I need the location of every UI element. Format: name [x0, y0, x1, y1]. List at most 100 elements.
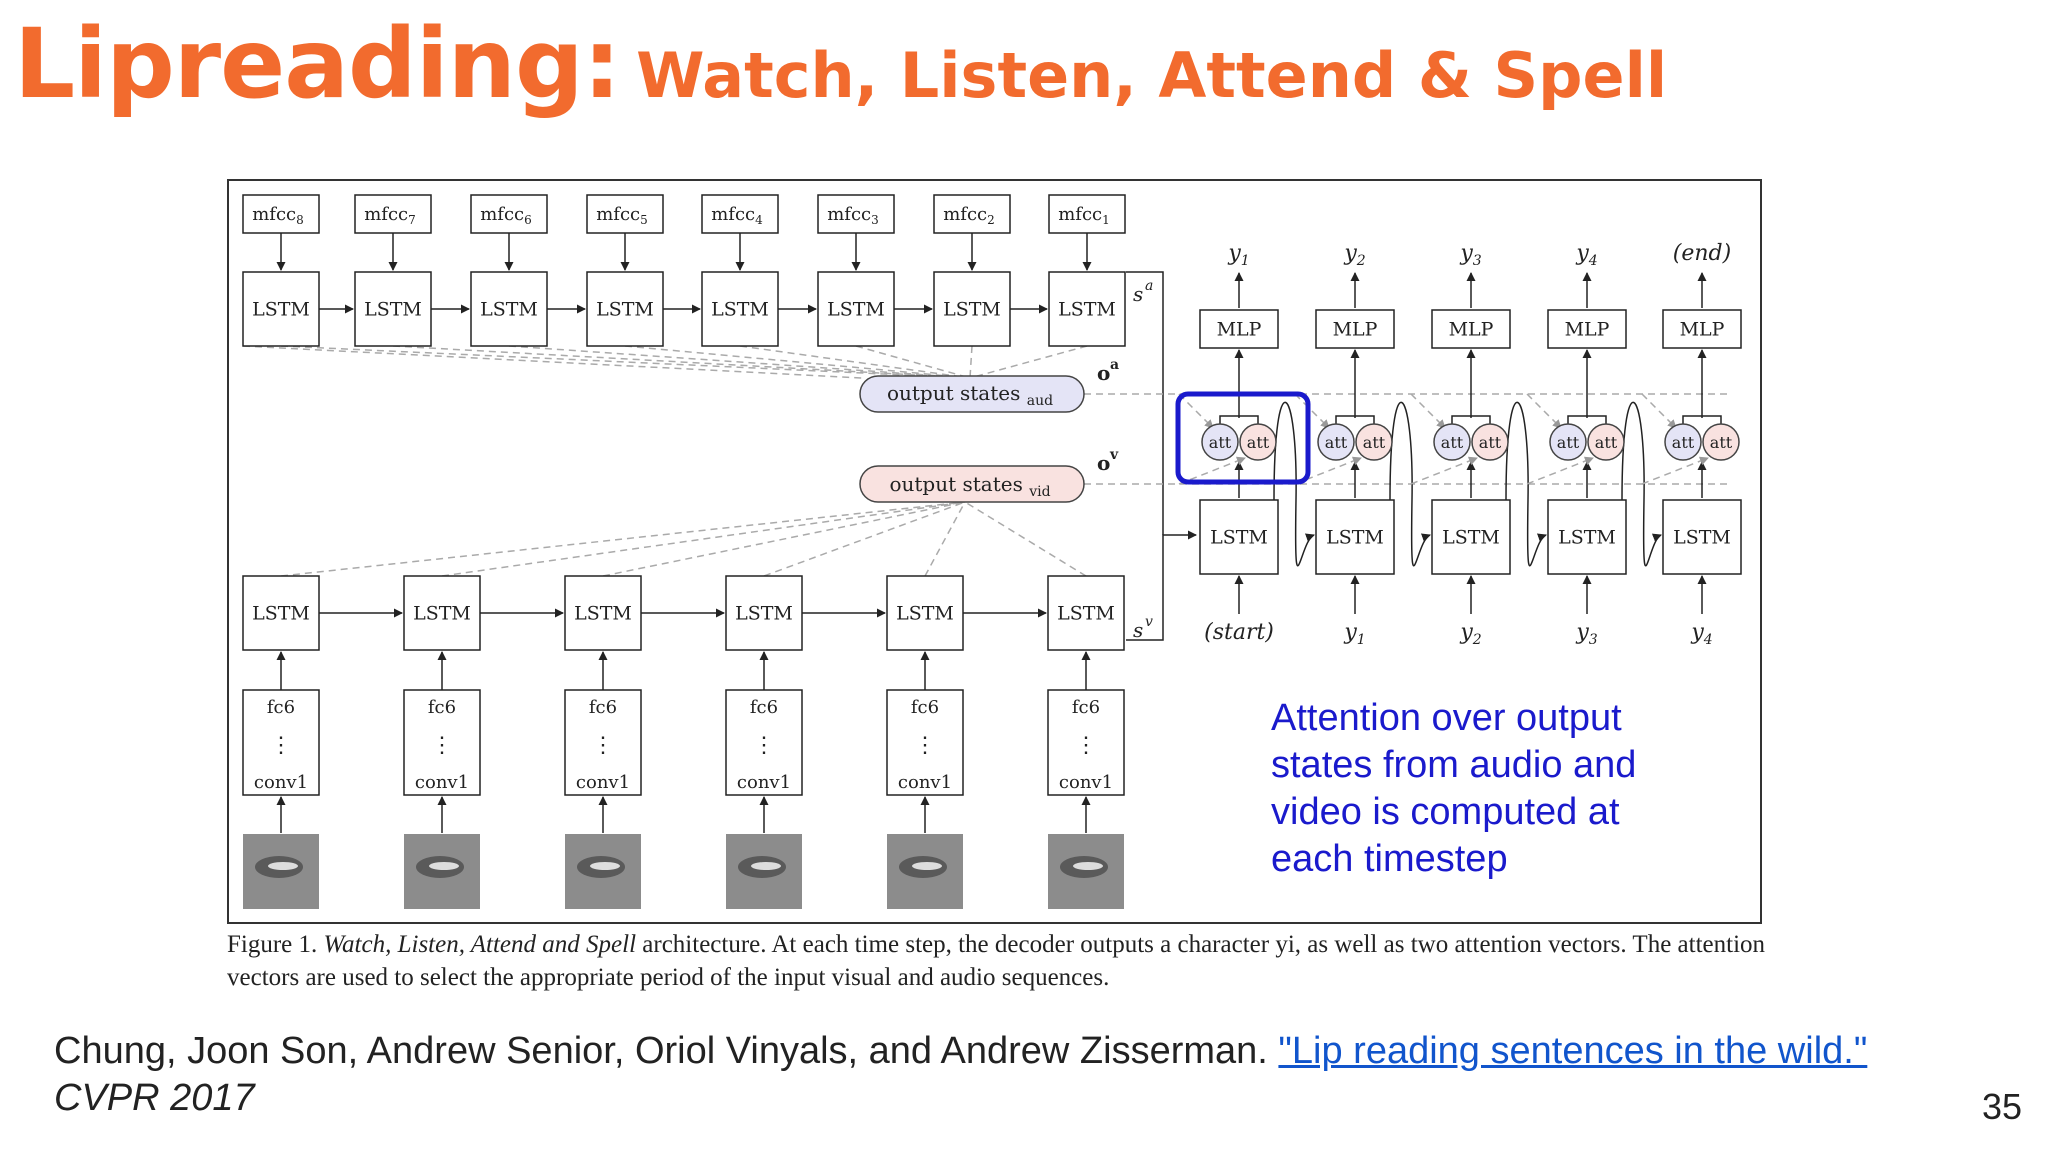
- fc6-label: fc6: [911, 697, 939, 718]
- audio-attn-link: [392, 345, 971, 379]
- fc6-label: fc6: [1072, 697, 1100, 718]
- citation-authors: Chung, Joon Son, Andrew Senior, Oriol Vi…: [54, 1030, 1268, 1072]
- mfcc-box: [701, 194, 779, 234]
- mlp-box: [1431, 309, 1511, 349]
- att-merge: [1567, 415, 1607, 424]
- audio-att-node: [1317, 423, 1355, 461]
- audio-attn-link: [969, 345, 973, 379]
- sa-label: s: [1133, 282, 1143, 306]
- mlp-box-label: MLP: [1217, 319, 1262, 341]
- sv-connector: [1126, 530, 1197, 641]
- decoder-lstm-label: LSTM: [1326, 527, 1384, 549]
- audio-attn-link: [624, 345, 971, 379]
- video-lstm: [1047, 575, 1125, 651]
- video-lstm-label: LSTM: [252, 603, 310, 625]
- audio-attn-feed: [1294, 393, 1330, 429]
- audio-attn-link: [855, 345, 971, 379]
- decoder-lstm: [1662, 499, 1742, 575]
- video-lstm-label: LSTM: [413, 603, 471, 625]
- cnn-box: [564, 689, 642, 796]
- mlp-box-label: MLP: [1449, 319, 1494, 341]
- title-subtitle: Watch, Listen, Attend & Spell: [636, 39, 1668, 112]
- audio-attn-link-left: [242, 345, 863, 379]
- mlp-box: [1315, 309, 1395, 349]
- audio-lstm-label: LSTM: [943, 299, 1001, 321]
- mfcc-label: mfcc8: [252, 204, 304, 227]
- audio-attn-feed: [1410, 393, 1446, 429]
- mfcc-box: [586, 194, 664, 234]
- conv1-label: conv1: [737, 772, 791, 793]
- decoder-lstm-label: LSTM: [1442, 527, 1500, 549]
- mfcc-label: mfcc7: [364, 204, 416, 227]
- audio-att-label: att: [1672, 433, 1695, 452]
- decoder-recurrent-arrow: [1273, 401, 1315, 567]
- vdots: ⋮: [270, 733, 292, 758]
- decoder-lstm-label: LSTM: [1558, 527, 1616, 549]
- decoder-lstm: [1431, 499, 1511, 575]
- audio-lstm-label: LSTM: [252, 299, 310, 321]
- video-att-label: att: [1479, 433, 1502, 452]
- decoder-lstm: [1199, 499, 1279, 575]
- fc6-label: fc6: [750, 697, 778, 718]
- oa-sup: a: [1110, 357, 1119, 373]
- mfcc-label: mfcc5: [596, 204, 648, 227]
- vdots: ⋮: [431, 733, 453, 758]
- att-merge: [1682, 415, 1722, 424]
- decoder-output: (end): [1673, 241, 1731, 266]
- fc6-label: fc6: [589, 697, 617, 718]
- video-att-node: [1355, 423, 1393, 461]
- cnn-box: [1047, 689, 1125, 796]
- mouth-teeth: [1073, 862, 1103, 870]
- mouth-teeth: [751, 862, 781, 870]
- video-attn-link: [280, 501, 966, 577]
- video-lstm-label: LSTM: [735, 603, 793, 625]
- decoder-recurrent-arrow: [1505, 401, 1547, 567]
- sv-sup: v: [1145, 614, 1153, 630]
- decoder-output: y2: [1343, 241, 1365, 269]
- vdots: ⋮: [753, 733, 775, 758]
- mlp-box-label: MLP: [1680, 319, 1725, 341]
- video-att-node: [1471, 423, 1509, 461]
- vdots: ⋮: [914, 733, 936, 758]
- mouth-teeth: [429, 862, 459, 870]
- att-merge: [1451, 415, 1491, 424]
- slide-title: Lipreading:Watch, Listen, Attend & Spell: [14, 8, 1667, 120]
- audio-output-label: output states aud: [887, 381, 1053, 409]
- page-number: 35: [1981, 1086, 2022, 1127]
- audio-lstm: [1048, 271, 1126, 347]
- citation-venue: CVPR 2017: [54, 1077, 255, 1119]
- mouth-teeth: [590, 862, 620, 870]
- audio-att-label: att: [1557, 433, 1580, 452]
- decoder-lstm-label: LSTM: [1210, 527, 1268, 549]
- mfcc-label: mfcc2: [943, 204, 995, 227]
- mfcc-label: mfcc4: [711, 204, 763, 227]
- video-att-node: [1587, 423, 1625, 461]
- cnn-box: [242, 689, 320, 796]
- mfcc-box: [1048, 194, 1126, 234]
- decoder-recurrent-arrow: [1621, 401, 1662, 567]
- decoder-output: y1: [1227, 241, 1249, 269]
- decoder-output: y4: [1575, 241, 1597, 269]
- video-lstm-label: LSTM: [896, 603, 954, 625]
- decoder-lstm-label: LSTM: [1673, 527, 1731, 549]
- caption-text: architecture. At each time step, the dec…: [227, 931, 1766, 991]
- video-lstm-label: LSTM: [1057, 603, 1115, 625]
- mfcc-label: mfcc6: [480, 204, 532, 227]
- video-att-label: att: [1710, 433, 1733, 452]
- audio-att-node: [1433, 423, 1471, 461]
- video-att-label: att: [1363, 433, 1386, 452]
- decoder-input: y1: [1343, 620, 1365, 648]
- video-output-label: output states vid: [889, 472, 1050, 500]
- audio-lstm: [701, 271, 779, 347]
- decoder-output: y3: [1459, 241, 1481, 269]
- ov-sup: v: [1109, 447, 1119, 463]
- mlp-box-label: MLP: [1333, 319, 1378, 341]
- paper-link[interactable]: "Lip reading sentences in the wild.": [1278, 1030, 1868, 1072]
- video-att-node: [1239, 423, 1277, 461]
- audio-lstm: [242, 271, 320, 347]
- video-attn-feed: [1641, 456, 1709, 485]
- audio-lstm: [354, 271, 432, 347]
- audio-attn-link: [508, 345, 971, 379]
- citation: Chung, Joon Son, Andrew Senior, Oriol Vi…: [54, 1028, 1914, 1122]
- sv-label: s: [1133, 618, 1143, 642]
